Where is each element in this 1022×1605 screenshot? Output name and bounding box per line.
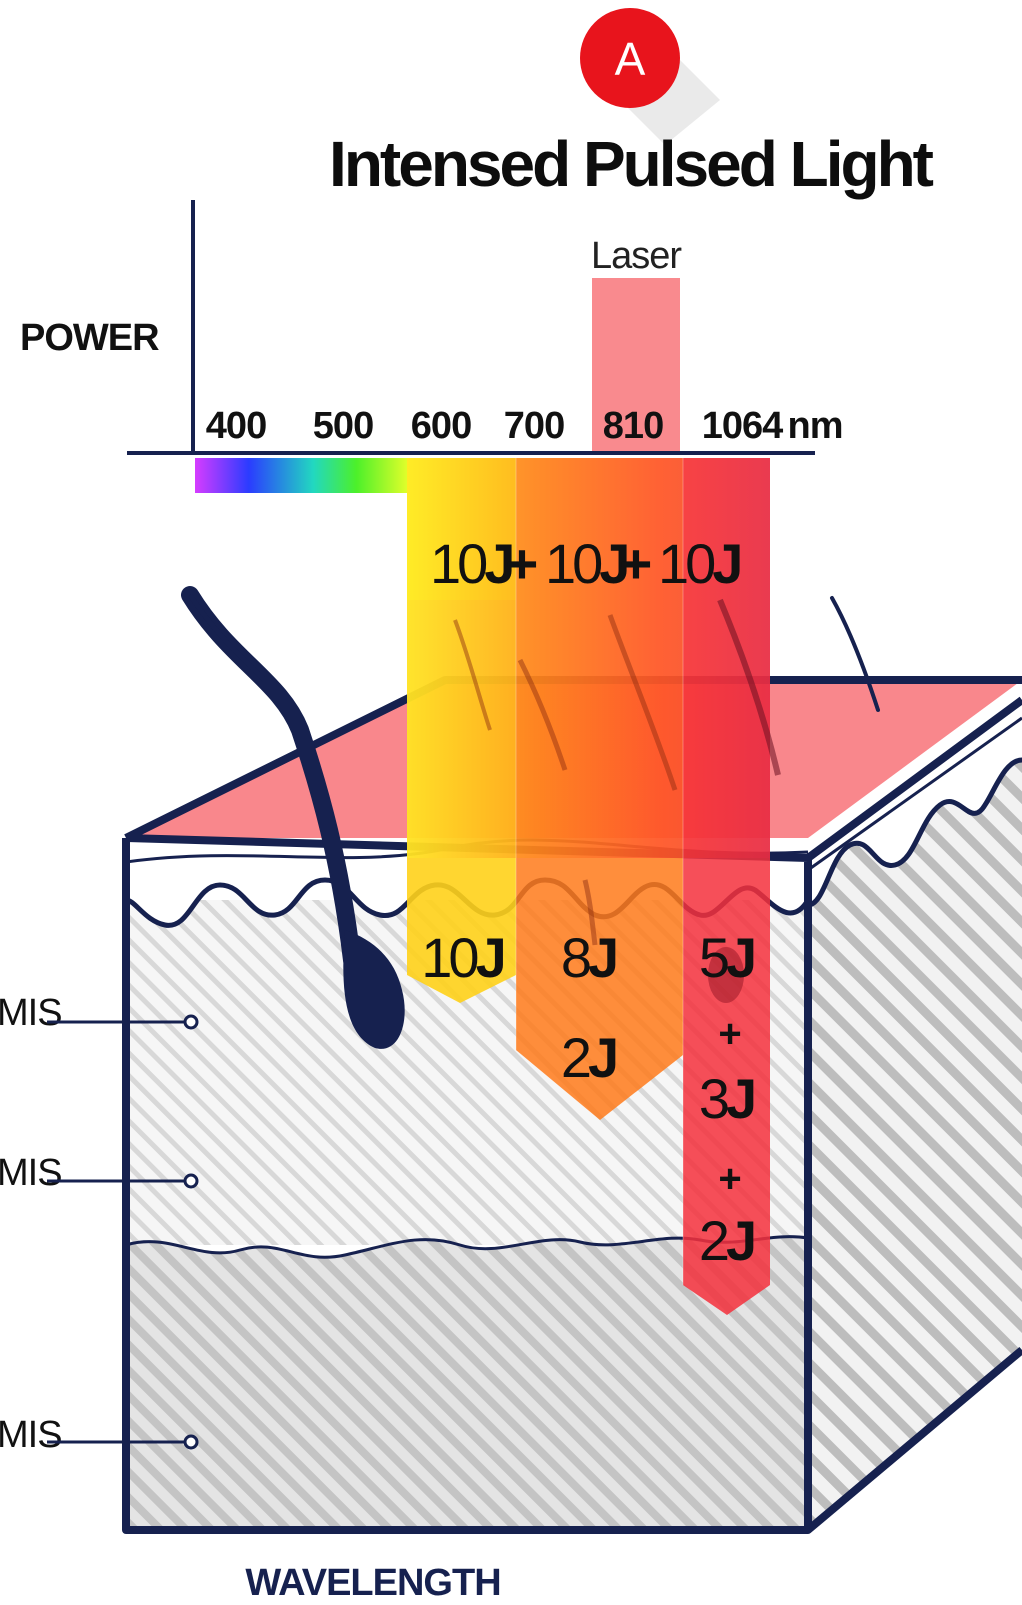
energy-operator: + [506, 532, 537, 595]
energy-value: 5J [699, 926, 754, 989]
energy-part: 10J [545, 532, 627, 595]
beam-overlap [407, 458, 770, 858]
wavelength-ticks: 400 500 600 700 810 1064 nm [206, 405, 844, 447]
hair-shadow [453, 619, 492, 731]
hair-tip [187, 593, 267, 682]
energy-operator: + [620, 532, 651, 595]
energy-operator: + [718, 1012, 740, 1056]
layer-callouts: MIS MIS MIS [0, 992, 199, 1456]
beams [407, 458, 781, 1315]
hair-shadow [582, 879, 598, 946]
energy-value: 2J [561, 1026, 616, 1089]
tick-label: 1064 [702, 405, 783, 447]
tick-label: 700 [504, 405, 564, 447]
laser-label: Laser [591, 235, 682, 277]
unit-label: nm [788, 405, 843, 447]
hair-shadow [717, 598, 781, 776]
tick-label: 600 [411, 405, 471, 447]
y-axis-label: POWER [20, 317, 159, 359]
hair-shadow [607, 614, 678, 791]
tick-label: 400 [206, 405, 266, 447]
energy-value: 2J [699, 1209, 754, 1272]
tick-label: 500 [313, 405, 373, 447]
side-epidermis [808, 700, 1022, 905]
energy-part: 10J [430, 532, 512, 595]
visible-spectrum-bar [195, 458, 410, 493]
side-epidermis-boundary [807, 757, 1022, 908]
badge: A [580, 8, 720, 145]
badge-circle [580, 8, 680, 108]
callout-dot [183, 1434, 199, 1450]
callout-dot [183, 1014, 199, 1030]
hair-shadow [517, 658, 568, 771]
hypodermis-region [126, 1236, 808, 1530]
skin-side-face [808, 700, 1022, 1530]
hair-bulb [343, 930, 405, 1049]
callout-dot [183, 1173, 199, 1189]
laser-band [592, 278, 680, 453]
tick-label: 810 [603, 405, 663, 447]
beam-energies: 10J 8J 2J 5J + 3J + 2J [421, 926, 758, 1272]
badge-letter: A [615, 33, 646, 85]
energy-value: 8J [561, 926, 616, 989]
page-title: Intensed Pulsed Light [329, 128, 934, 200]
side-epidermis-line [807, 716, 1022, 872]
layer-label: MIS [0, 1152, 62, 1194]
combined-energy: 10J + 10J + 10J [430, 532, 744, 595]
energy-value: 3J [699, 1067, 754, 1130]
layer-label: MIS [0, 1414, 62, 1456]
hair-bulb-shadow [708, 947, 744, 1003]
energy-part: 10J [658, 532, 740, 595]
layer-label: MIS [0, 992, 62, 1034]
x-axis-label: WAVELENGTH [245, 1562, 500, 1604]
energy-operator: + [718, 1157, 740, 1201]
energy-value: 10J [421, 926, 503, 989]
hair-right [830, 596, 880, 712]
